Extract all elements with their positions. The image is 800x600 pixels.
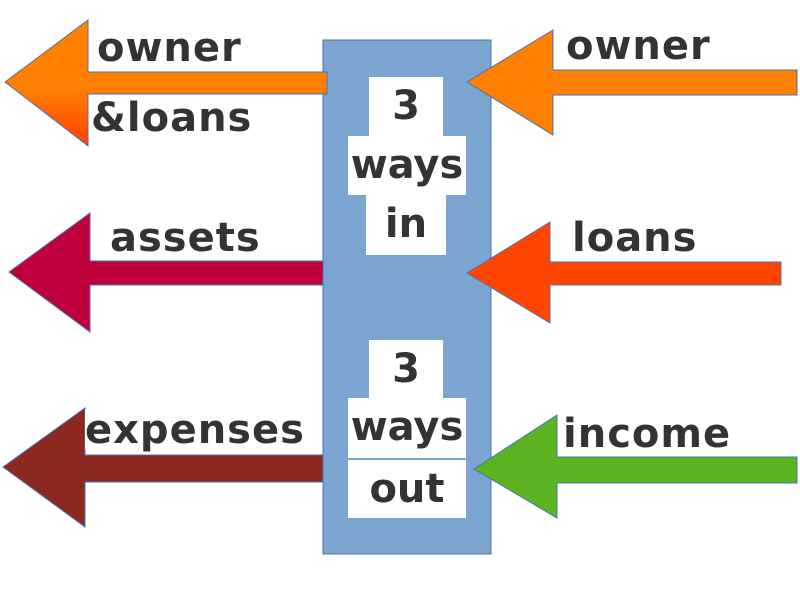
ways-in-ways: ways bbox=[348, 136, 466, 195]
ways-in-in: in bbox=[366, 195, 446, 255]
arrow-right-income bbox=[473, 414, 798, 519]
label-assets: assets bbox=[110, 215, 261, 261]
label-owner-right: owner bbox=[566, 23, 711, 69]
label-expenses: expenses bbox=[85, 407, 305, 453]
arrow-right-loans bbox=[466, 221, 782, 324]
arrow-right-owner bbox=[466, 29, 798, 136]
label-income: income bbox=[563, 411, 732, 457]
label-owner-left: owner bbox=[97, 25, 242, 71]
label-loans-right: loans bbox=[572, 215, 698, 261]
ways-out-number: 3 bbox=[369, 340, 443, 398]
arrow-left-assets bbox=[8, 212, 324, 333]
label-and-loans-left: &loans bbox=[91, 95, 253, 141]
ways-out-ways: ways bbox=[348, 398, 466, 458]
ways-out-out: out bbox=[348, 460, 466, 518]
arrow-left-owner-loans bbox=[4, 19, 328, 148]
ways-in-number: 3 bbox=[369, 77, 443, 136]
